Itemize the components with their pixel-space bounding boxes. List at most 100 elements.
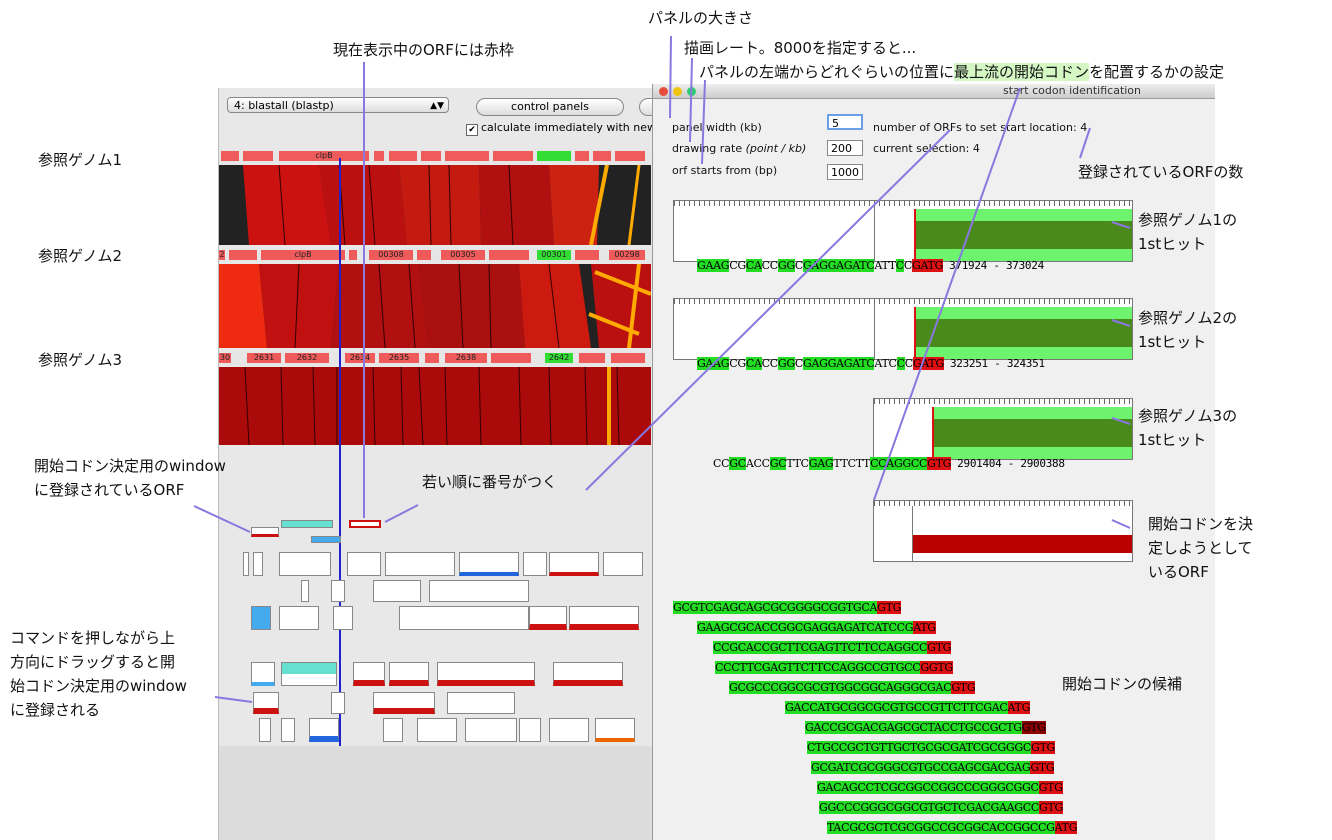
orf[interactable] (491, 353, 531, 363)
orf-00305[interactable]: 00305 (441, 250, 485, 260)
candidate-seq[interactable]: GACCATGCGGCGCGTGCCGTTCTTCGACATG (785, 701, 1031, 714)
orf[interactable] (349, 250, 357, 260)
orf-current[interactable] (537, 151, 571, 161)
registered-orf[interactable] (311, 536, 341, 543)
orf[interactable] (399, 606, 529, 630)
orf[interactable] (353, 662, 385, 686)
orf[interactable] (389, 151, 417, 161)
orf[interactable] (347, 552, 381, 576)
orf[interactable] (301, 580, 309, 602)
orf[interactable] (437, 662, 535, 686)
orf[interactable] (523, 552, 547, 576)
program-select[interactable]: 4: blastall (blastp)▲▼ (227, 97, 449, 113)
orf-00298[interactable]: 00298 (609, 250, 645, 260)
candidate-seq[interactable]: GCGCCCGGCGCGTGGCGGCAGGGCGACGTG (729, 681, 976, 694)
orf[interactable] (243, 552, 249, 576)
orf-2642[interactable]: 2642 (545, 353, 573, 363)
orf[interactable] (615, 151, 645, 161)
orf[interactable] (575, 151, 589, 161)
orf-2634[interactable]: 2634 (345, 353, 375, 363)
registered-orf-current[interactable] (349, 520, 381, 528)
orf[interactable] (251, 662, 275, 686)
orf[interactable] (374, 151, 384, 161)
candidate-seq[interactable]: GACCGCGACGAGCGCTACCTGCCGCTGGTG (805, 721, 1046, 734)
orf[interactable] (385, 552, 455, 576)
panel-width-input[interactable]: 5 (827, 114, 863, 130)
minimize-icon[interactable] (673, 87, 682, 96)
orf[interactable] (459, 552, 519, 576)
candidate-seq[interactable]: TACGCGCTCGCGGCCGCGGCACCGGCCGATG (827, 821, 1078, 834)
orf[interactable]: 2 (219, 250, 225, 260)
orf-track-ref3[interactable]: 30 2631 2632 2634 2635 2638 2642 (219, 351, 651, 365)
orf[interactable] (279, 552, 331, 576)
orf-00308[interactable]: 00308 (369, 250, 413, 260)
orf[interactable] (593, 151, 611, 161)
orf-2632[interactable]: 2632 (285, 353, 329, 363)
orf[interactable] (333, 606, 353, 630)
orf[interactable] (331, 580, 345, 602)
orf[interactable] (417, 250, 431, 260)
orf[interactable] (389, 662, 429, 686)
orf-2635[interactable]: 2635 (379, 353, 419, 363)
orf-track-ref2[interactable]: 2 clpB 00308 00305 00301 00298 (219, 248, 651, 262)
candidate-seq[interactable]: GCGTCGAGCAGCGCGGGGCGGTGCAGTG (673, 601, 902, 614)
orf[interactable] (251, 606, 271, 630)
target-orf-panel[interactable] (873, 500, 1133, 562)
orf[interactable] (579, 353, 605, 363)
orf[interactable] (575, 250, 599, 260)
orf[interactable] (259, 718, 271, 742)
orf[interactable] (519, 718, 541, 742)
orf[interactable] (229, 250, 257, 260)
candidate-seq[interactable]: CCCTTCGAGTTCTTCCAGGCCGTGCCGGTG (715, 661, 953, 674)
orf[interactable] (253, 692, 279, 714)
orf[interactable] (493, 151, 533, 161)
orf-30[interactable]: 30 (219, 353, 231, 363)
orf[interactable] (603, 552, 643, 576)
orf-start-input[interactable]: 1000 (827, 164, 863, 180)
orf-track-ref1[interactable]: clpB (219, 149, 651, 163)
candidate-seq[interactable]: GAAGCGCACCGGCGAGGAGATCATCCGATG (697, 621, 936, 634)
orf[interactable] (309, 718, 339, 742)
orf-clpb[interactable]: clpB (261, 250, 345, 260)
orf[interactable] (373, 692, 435, 714)
orf-2631[interactable]: 2631 (247, 353, 281, 363)
orf[interactable] (281, 662, 337, 686)
orf-2638[interactable]: 2638 (445, 353, 487, 363)
orf[interactable] (489, 250, 529, 260)
candidate-seq[interactable]: GCGATCGCGGGCGTGCCGAGCGACGAGGTG (811, 761, 1055, 774)
orf[interactable] (417, 718, 457, 742)
candidate-seq[interactable]: CCGCACCGCTTCGAGTTCTTCCAGGCCGTG (713, 641, 952, 654)
orf-clpb[interactable]: clpB (279, 151, 369, 161)
orf[interactable] (281, 718, 295, 742)
title-bar[interactable]: start codon identification (653, 84, 1215, 99)
orf[interactable] (447, 692, 515, 714)
orf-00301[interactable]: 00301 (537, 250, 571, 260)
candidate-seq[interactable]: CTGCCGCTGTTGCTGCGCGATCGCGGGCGTG (807, 741, 1056, 754)
orf[interactable] (243, 151, 273, 161)
control-panels-button[interactable]: control panels (476, 98, 624, 116)
orf[interactable] (383, 718, 403, 742)
drawing-rate-input[interactable]: 200 (827, 140, 863, 156)
orf[interactable] (429, 580, 529, 602)
orf[interactable] (611, 353, 645, 363)
calc-immediately-checkbox[interactable]: ✔calculate immediately with new (466, 121, 656, 136)
orf[interactable] (421, 151, 441, 161)
orf[interactable] (569, 606, 639, 630)
orf[interactable] (549, 718, 589, 742)
orf[interactable] (373, 580, 421, 602)
orf[interactable] (549, 552, 599, 576)
orf[interactable] (529, 606, 567, 630)
registered-orf[interactable] (251, 527, 279, 537)
orf[interactable] (221, 151, 239, 161)
close-icon[interactable] (659, 87, 668, 96)
orf[interactable] (331, 692, 345, 714)
orf[interactable] (425, 353, 439, 363)
registered-orf[interactable] (281, 520, 333, 528)
hit-panel-ref1[interactable] (673, 200, 1133, 262)
orf[interactable] (465, 718, 517, 742)
orf[interactable] (445, 151, 489, 161)
orf[interactable] (553, 662, 623, 686)
candidate-seq[interactable]: GGCCCGGGCGGCGTGCTCGACGAAGCCGTG (819, 801, 1064, 814)
orf[interactable] (279, 606, 319, 630)
orf[interactable] (253, 552, 263, 576)
